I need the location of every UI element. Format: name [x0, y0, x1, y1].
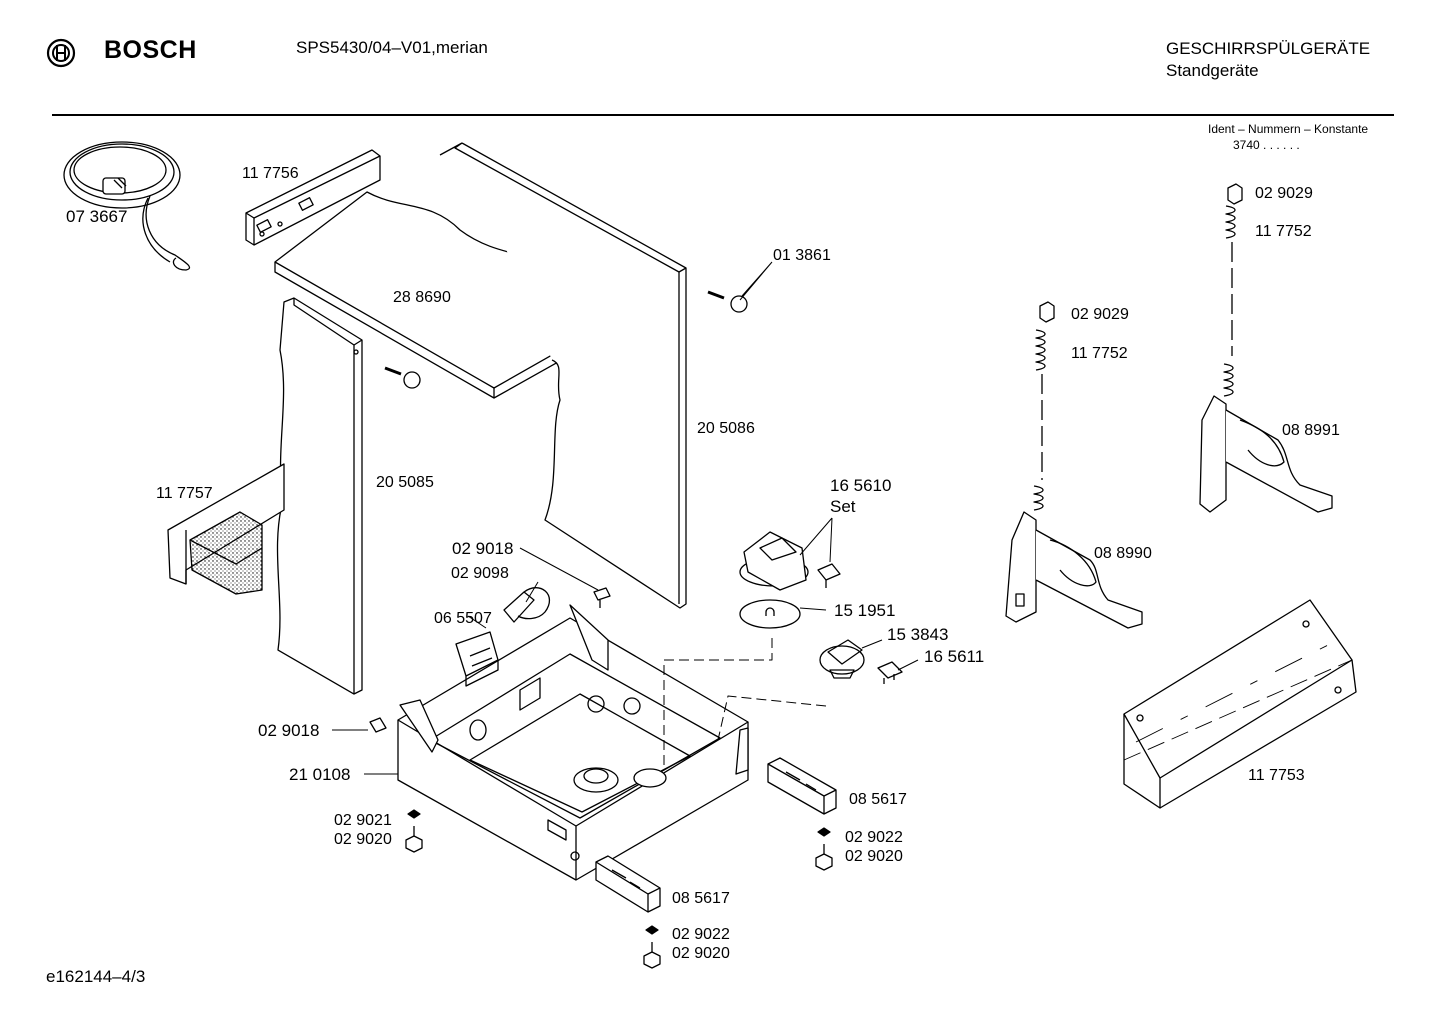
- cover-disc-drawing: [739, 599, 801, 629]
- part-label-screw-right: 02 9020: [845, 848, 903, 865]
- part-label-screw-bottom: 02 9020: [672, 945, 730, 962]
- model-number: SPS5430/04–V01,merian: [296, 38, 488, 57]
- clip-b-drawing: [369, 717, 387, 733]
- part-label-spring-right: 11 7752: [1255, 223, 1312, 240]
- part-label-clip-b: 02 9018: [258, 721, 320, 740]
- part-label-base: 21 0108: [289, 765, 351, 784]
- part-label-hinge-left: 08 8990: [1094, 545, 1152, 562]
- part-label-hose: 02 9098: [451, 565, 509, 582]
- part-label-clip-a: 02 9018: [452, 539, 514, 558]
- part-label-spring-hook-left: 02 9029: [1071, 306, 1129, 323]
- assembly-lines: [663, 638, 827, 770]
- part-label-spring-left: 11 7752: [1071, 345, 1128, 362]
- category-subtitle: Standgeräte: [1166, 61, 1259, 80]
- part-label-foot-right: 08 5617: [849, 791, 907, 808]
- category-title: GESCHIRRSPÜLGERÄTE: [1166, 39, 1371, 58]
- pump-set-drawing: [739, 531, 841, 591]
- part-label-cover-disc: 15 1951: [834, 601, 896, 620]
- part-label-pump-set: 16 5610: [830, 476, 892, 495]
- clip-a-drawing: [593, 587, 611, 608]
- part-label-kickplate: 11 7753: [1248, 767, 1305, 784]
- part-label-washer-left: 02 9021: [334, 812, 392, 829]
- base-tub-drawing: [397, 604, 749, 881]
- right-side-panel-drawing: [439, 142, 687, 609]
- part-label-connector: 16 5611: [924, 647, 985, 666]
- bosch-logo-icon: [46, 38, 76, 68]
- screw-cap-drawing: [384, 290, 748, 389]
- hinge-right-drawing: [1199, 183, 1333, 513]
- leveling-screw-left-drawing: [405, 809, 423, 853]
- level-switch-drawing: [455, 587, 551, 687]
- sensor-drawing: [819, 639, 865, 679]
- ident-label: Ident – Nummern – Konstante: [1208, 122, 1369, 136]
- leveling-screw-right-drawing: [815, 827, 833, 871]
- brand-name: BOSCH: [104, 36, 197, 64]
- header-rule: [52, 114, 1394, 116]
- power-cord-drawing: [63, 141, 191, 271]
- side-bracket-drawing: [167, 463, 285, 595]
- part-label-cord: 07 3667: [66, 207, 128, 226]
- leveling-screw-bottom-drawing: [643, 925, 661, 969]
- part-label-right-panel: 20 5086: [697, 420, 755, 437]
- part-label-left-panel: 20 5085: [376, 474, 434, 491]
- foot-left-drawing: [595, 855, 661, 913]
- part-label-sensor: 15 3843: [887, 625, 949, 644]
- kickplate-drawing: [1123, 599, 1357, 809]
- drawing-code: e162144–4/3: [46, 967, 146, 986]
- part-label-washer-bottom: 02 9022: [672, 926, 730, 943]
- ident-value: 3740 . . . . . .: [1233, 138, 1300, 152]
- leader-lines: [332, 261, 919, 775]
- part-label-screw-left: 02 9020: [334, 831, 392, 848]
- left-side-panel-drawing: [276, 297, 363, 695]
- top-rail-drawing: [245, 149, 381, 246]
- part-label-foot-left: 08 5617: [672, 890, 730, 907]
- part-label-screw-cap: 01 3861: [773, 247, 831, 264]
- part-label-top-rail: 11 7756: [242, 165, 299, 182]
- part-label-set: Set: [830, 497, 856, 516]
- hinge-left-drawing: [1005, 301, 1143, 629]
- part-label-level-switch: 06 5507: [434, 610, 492, 627]
- part-label-side-bracket: 11 7757: [156, 485, 213, 502]
- foot-right-drawing: [767, 757, 837, 815]
- part-label-hinge-right: 08 8991: [1282, 422, 1340, 439]
- part-label-spring-hook-right: 02 9029: [1255, 185, 1313, 202]
- connector-drawing: [877, 661, 903, 684]
- part-label-washer-right: 02 9022: [845, 829, 903, 846]
- part-label-worktop: 28 8690: [393, 289, 451, 306]
